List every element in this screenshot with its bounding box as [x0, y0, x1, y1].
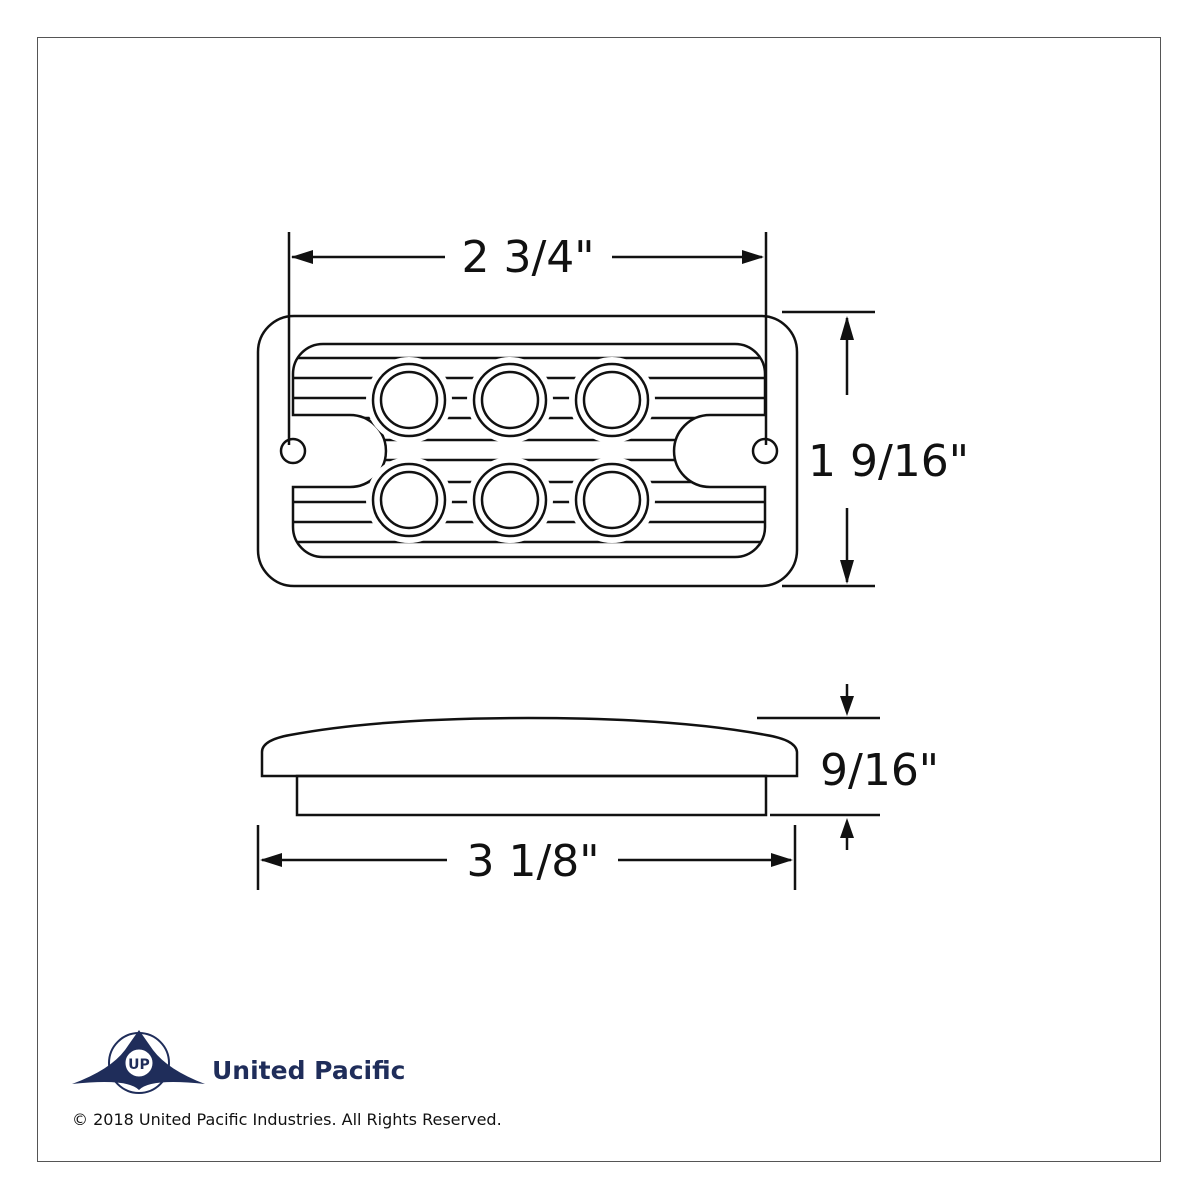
- brand-name: United Pacific: [212, 1056, 406, 1085]
- svg-text:UP: UP: [128, 1057, 150, 1073]
- copyright-notice: © 2018 United Pacific Industries. All Ri…: [72, 1110, 502, 1129]
- dimension-width-top: 2 3/4": [461, 232, 594, 283]
- led-2: [467, 357, 553, 443]
- lamp-lens-panel: [291, 342, 767, 559]
- mounting-hole-left: [279, 437, 307, 465]
- led-1: [366, 357, 452, 443]
- dimension-depth-side: 9/16": [820, 745, 939, 796]
- side-view-base: [295, 774, 768, 817]
- led-6: [569, 457, 655, 543]
- led-5: [467, 457, 553, 543]
- dimension-arrows: [260, 250, 854, 867]
- lamp-outer-housing: [256, 314, 799, 588]
- led-4: [366, 457, 452, 543]
- dimension-height-top: 1 9/16": [808, 436, 969, 487]
- side-view-cap: [260, 716, 799, 778]
- united-pacific-logo: UP: [72, 1030, 205, 1094]
- led-3: [569, 357, 655, 443]
- drawing-border: [37, 37, 1161, 1162]
- dimension-width-side: 3 1/8": [466, 836, 599, 887]
